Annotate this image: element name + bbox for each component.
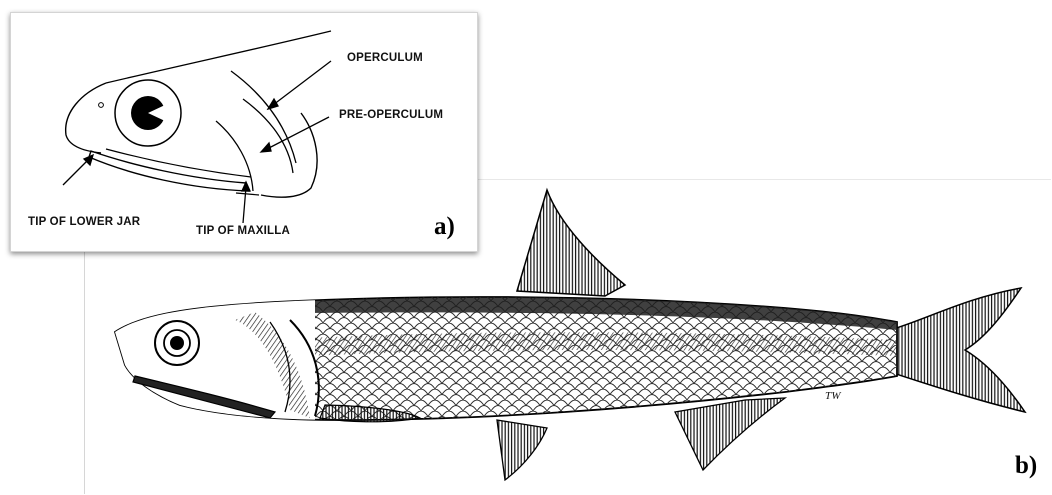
- panel-a-head-diagram: OPERCULUM PRE-OPERCULUM TIP OF LOWER JAR…: [10, 12, 478, 252]
- label-operculum: OPERCULUM: [347, 52, 423, 64]
- lower-jaw: [89, 151, 249, 191]
- pelvic-fin: [497, 420, 547, 480]
- label-pre-operculum: PRE-OPERCULUM: [339, 109, 443, 121]
- caudal-fin: [890, 288, 1025, 412]
- anal-fin: [675, 398, 785, 470]
- label-tip-lower-jaw: TIP OF LOWER JAR: [28, 216, 140, 228]
- panel-b-tag: b): [1015, 452, 1037, 480]
- panel-a-tag: a): [434, 213, 455, 241]
- artist-signature: TW: [825, 390, 841, 402]
- label-tip-maxilla: TIP OF MAXILLA: [196, 225, 290, 237]
- dorsal-fin: [517, 190, 625, 296]
